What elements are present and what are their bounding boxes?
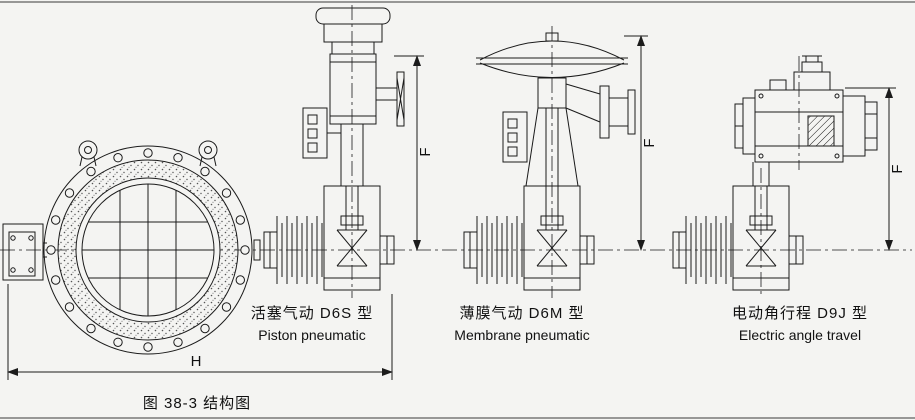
butterfly-valve — [2, 140, 253, 355]
mounting-bracket — [752, 162, 770, 186]
bolt-holes — [46, 148, 250, 352]
dim-h-label: H — [191, 353, 202, 370]
lifting-lug-right — [198, 140, 218, 167]
actuator-labels: 活塞气动 D6S 型 Piston pneumatic 薄膜气动 D6M 型 M… — [251, 304, 868, 343]
label-electric-en: Electric angle travel — [739, 327, 861, 343]
terminal-box — [302, 107, 328, 159]
electric-drive-box — [734, 89, 844, 163]
label-membrane-cn: 薄膜气动 D6M 型 — [459, 305, 584, 322]
drive-box-top — [769, 55, 831, 91]
dimension-f-electric: F — [845, 87, 906, 251]
dim-f-label-membrane: F — [641, 138, 658, 147]
piston-cylinder — [315, 7, 391, 187]
figure-caption: 图 38-3 结构图 — [143, 395, 251, 412]
label-membrane-en: Membrane pneumatic — [454, 327, 589, 343]
gear-operator — [2, 223, 47, 281]
lifting-lug-left — [78, 140, 98, 167]
dimension-h: H — [7, 284, 393, 380]
label-electric-cn: 电动角行程 D9J 型 — [732, 305, 868, 322]
dimension-f-piston: F — [394, 55, 434, 251]
label-piston-cn: 活塞气动 D6S 型 — [251, 304, 374, 322]
terminal-box — [502, 111, 528, 163]
piston-actuator — [253, 7, 405, 291]
membrane-actuator — [463, 32, 636, 291]
electric-motor — [842, 95, 878, 157]
dim-f-label-piston: F — [417, 147, 434, 156]
side-flange-pipe — [565, 83, 636, 139]
dim-f-label-electric: F — [889, 164, 906, 173]
label-piston-en: Piston pneumatic — [258, 327, 365, 343]
dimension-f-membrane: F — [624, 35, 658, 251]
spring-housing — [525, 77, 579, 187]
diaphragm-dome — [476, 32, 628, 78]
side-handwheel — [375, 71, 405, 127]
electric-actuator — [672, 55, 878, 291]
valve-disc-grid — [82, 184, 214, 316]
